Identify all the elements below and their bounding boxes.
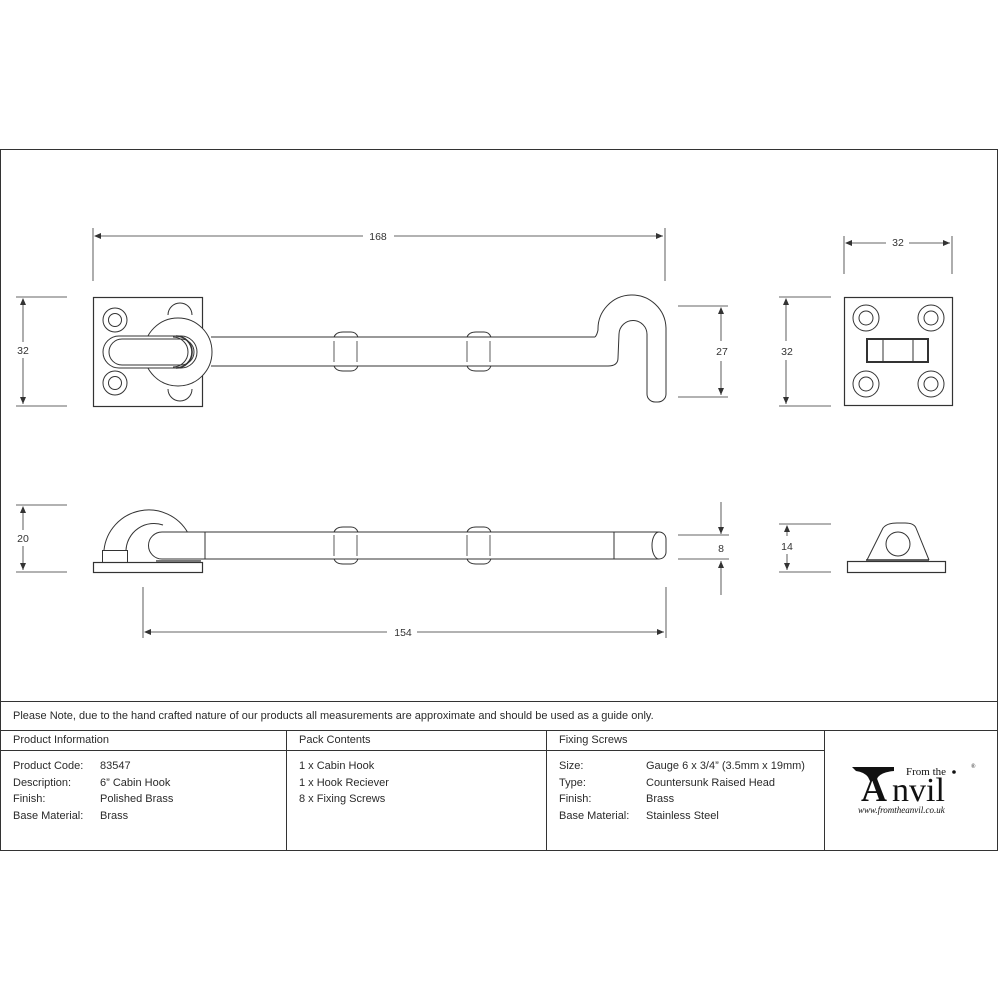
- dim-receiver-side-height: 14: [781, 541, 793, 553]
- finish-value: Polished Brass: [100, 793, 174, 806]
- receiver-side-view: [779, 522, 947, 574]
- dim-rod-diameter: 8: [718, 543, 724, 555]
- product-information-panel: Product Information Product Code: 83547 …: [1, 731, 287, 850]
- registered-mark: ®: [971, 763, 976, 770]
- screw-size-row: Size: Gauge 6 x 3/4” (3.5mm x 19mm): [559, 758, 824, 775]
- technical-drawing-sheet: 168 32 27 32 32 20 8 14 154 Please Note,…: [0, 149, 998, 851]
- description-label: Description:: [13, 776, 72, 789]
- screw-material-label: Base Material:: [559, 810, 630, 823]
- screw-finish-value: Brass: [646, 793, 675, 806]
- screw-material-row: Base Material: Stainless Steel: [559, 808, 824, 825]
- pack-item: 8 x Fixing Screws: [299, 793, 386, 806]
- product-code-row: Product Code: 83547: [13, 758, 286, 775]
- screw-type-label: Type:: [559, 776, 586, 789]
- dim-side-height: 20: [17, 533, 29, 545]
- screw-material-value: Stainless Steel: [646, 810, 719, 823]
- hook-side-view: [16, 502, 729, 638]
- pack-item: 1 x Cabin Hook: [299, 760, 375, 772]
- description-row: Description: 6” Cabin Hook: [13, 775, 286, 792]
- dim-rod-length: 154: [394, 627, 412, 639]
- from-the-anvil-logo: A From the nvil ® www.fromtheanvil.co.uk: [824, 731, 998, 850]
- screw-size-value: Gauge 6 x 3/4” (3.5mm x 19mm): [646, 760, 805, 772]
- dim-overall-length: 168: [369, 231, 387, 243]
- finish-label: Finish:: [13, 793, 46, 806]
- fixing-screws-panel: Fixing Screws Size: Gauge 6 x 3/4” (3.5m…: [547, 731, 825, 850]
- screw-finish-label: Finish:: [559, 793, 592, 806]
- drawing-area: 168 32 27 32 32 20 8 14 154: [1, 150, 999, 702]
- pack-contents-heading: Pack Contents: [287, 731, 546, 751]
- info-table: Product Information Product Code: 83547 …: [1, 731, 998, 850]
- brand-initial: A: [861, 769, 887, 809]
- pack-contents-panel: Pack Contents 1 x Cabin Hook 1 x Hook Re…: [287, 731, 547, 850]
- screw-finish-row: Finish: Brass: [559, 791, 824, 808]
- logo-from-the: From the: [906, 766, 946, 778]
- screw-size-label: Size:: [559, 760, 584, 772]
- base-material-row: Base Material: Brass: [13, 808, 286, 825]
- anvil-icon: [852, 767, 894, 781]
- measurement-note: Please Note, due to the hand crafted nat…: [1, 701, 998, 731]
- logo-url: www.fromtheanvil.co.uk: [858, 805, 946, 815]
- receiver-top-view: [779, 236, 954, 407]
- screw-type-row: Type: Countersunk Raised Head: [559, 775, 824, 792]
- screw-type-value: Countersunk Raised Head: [646, 776, 776, 789]
- fixing-screws-heading: Fixing Screws: [547, 731, 824, 751]
- logo-brand-rest: nvil: [892, 772, 945, 809]
- description-value: 6” Cabin Hook: [100, 776, 171, 789]
- dim-receiver-height: 32: [781, 346, 793, 358]
- product-code-value: 83547: [100, 760, 131, 772]
- dim-receiver-width: 32: [892, 237, 904, 249]
- finish-row: Finish: Polished Brass: [13, 791, 286, 808]
- product-information-heading: Product Information: [1, 731, 286, 751]
- dim-hook-plate-height: 32: [17, 345, 29, 357]
- base-material-value: Brass: [100, 810, 129, 823]
- hook-top-view: [16, 228, 728, 408]
- pack-item: 1 x Hook Reciever: [299, 776, 389, 789]
- base-material-label: Base Material:: [13, 810, 84, 823]
- dim-eye-drop: 27: [716, 346, 728, 358]
- product-code-label: Product Code:: [13, 760, 84, 772]
